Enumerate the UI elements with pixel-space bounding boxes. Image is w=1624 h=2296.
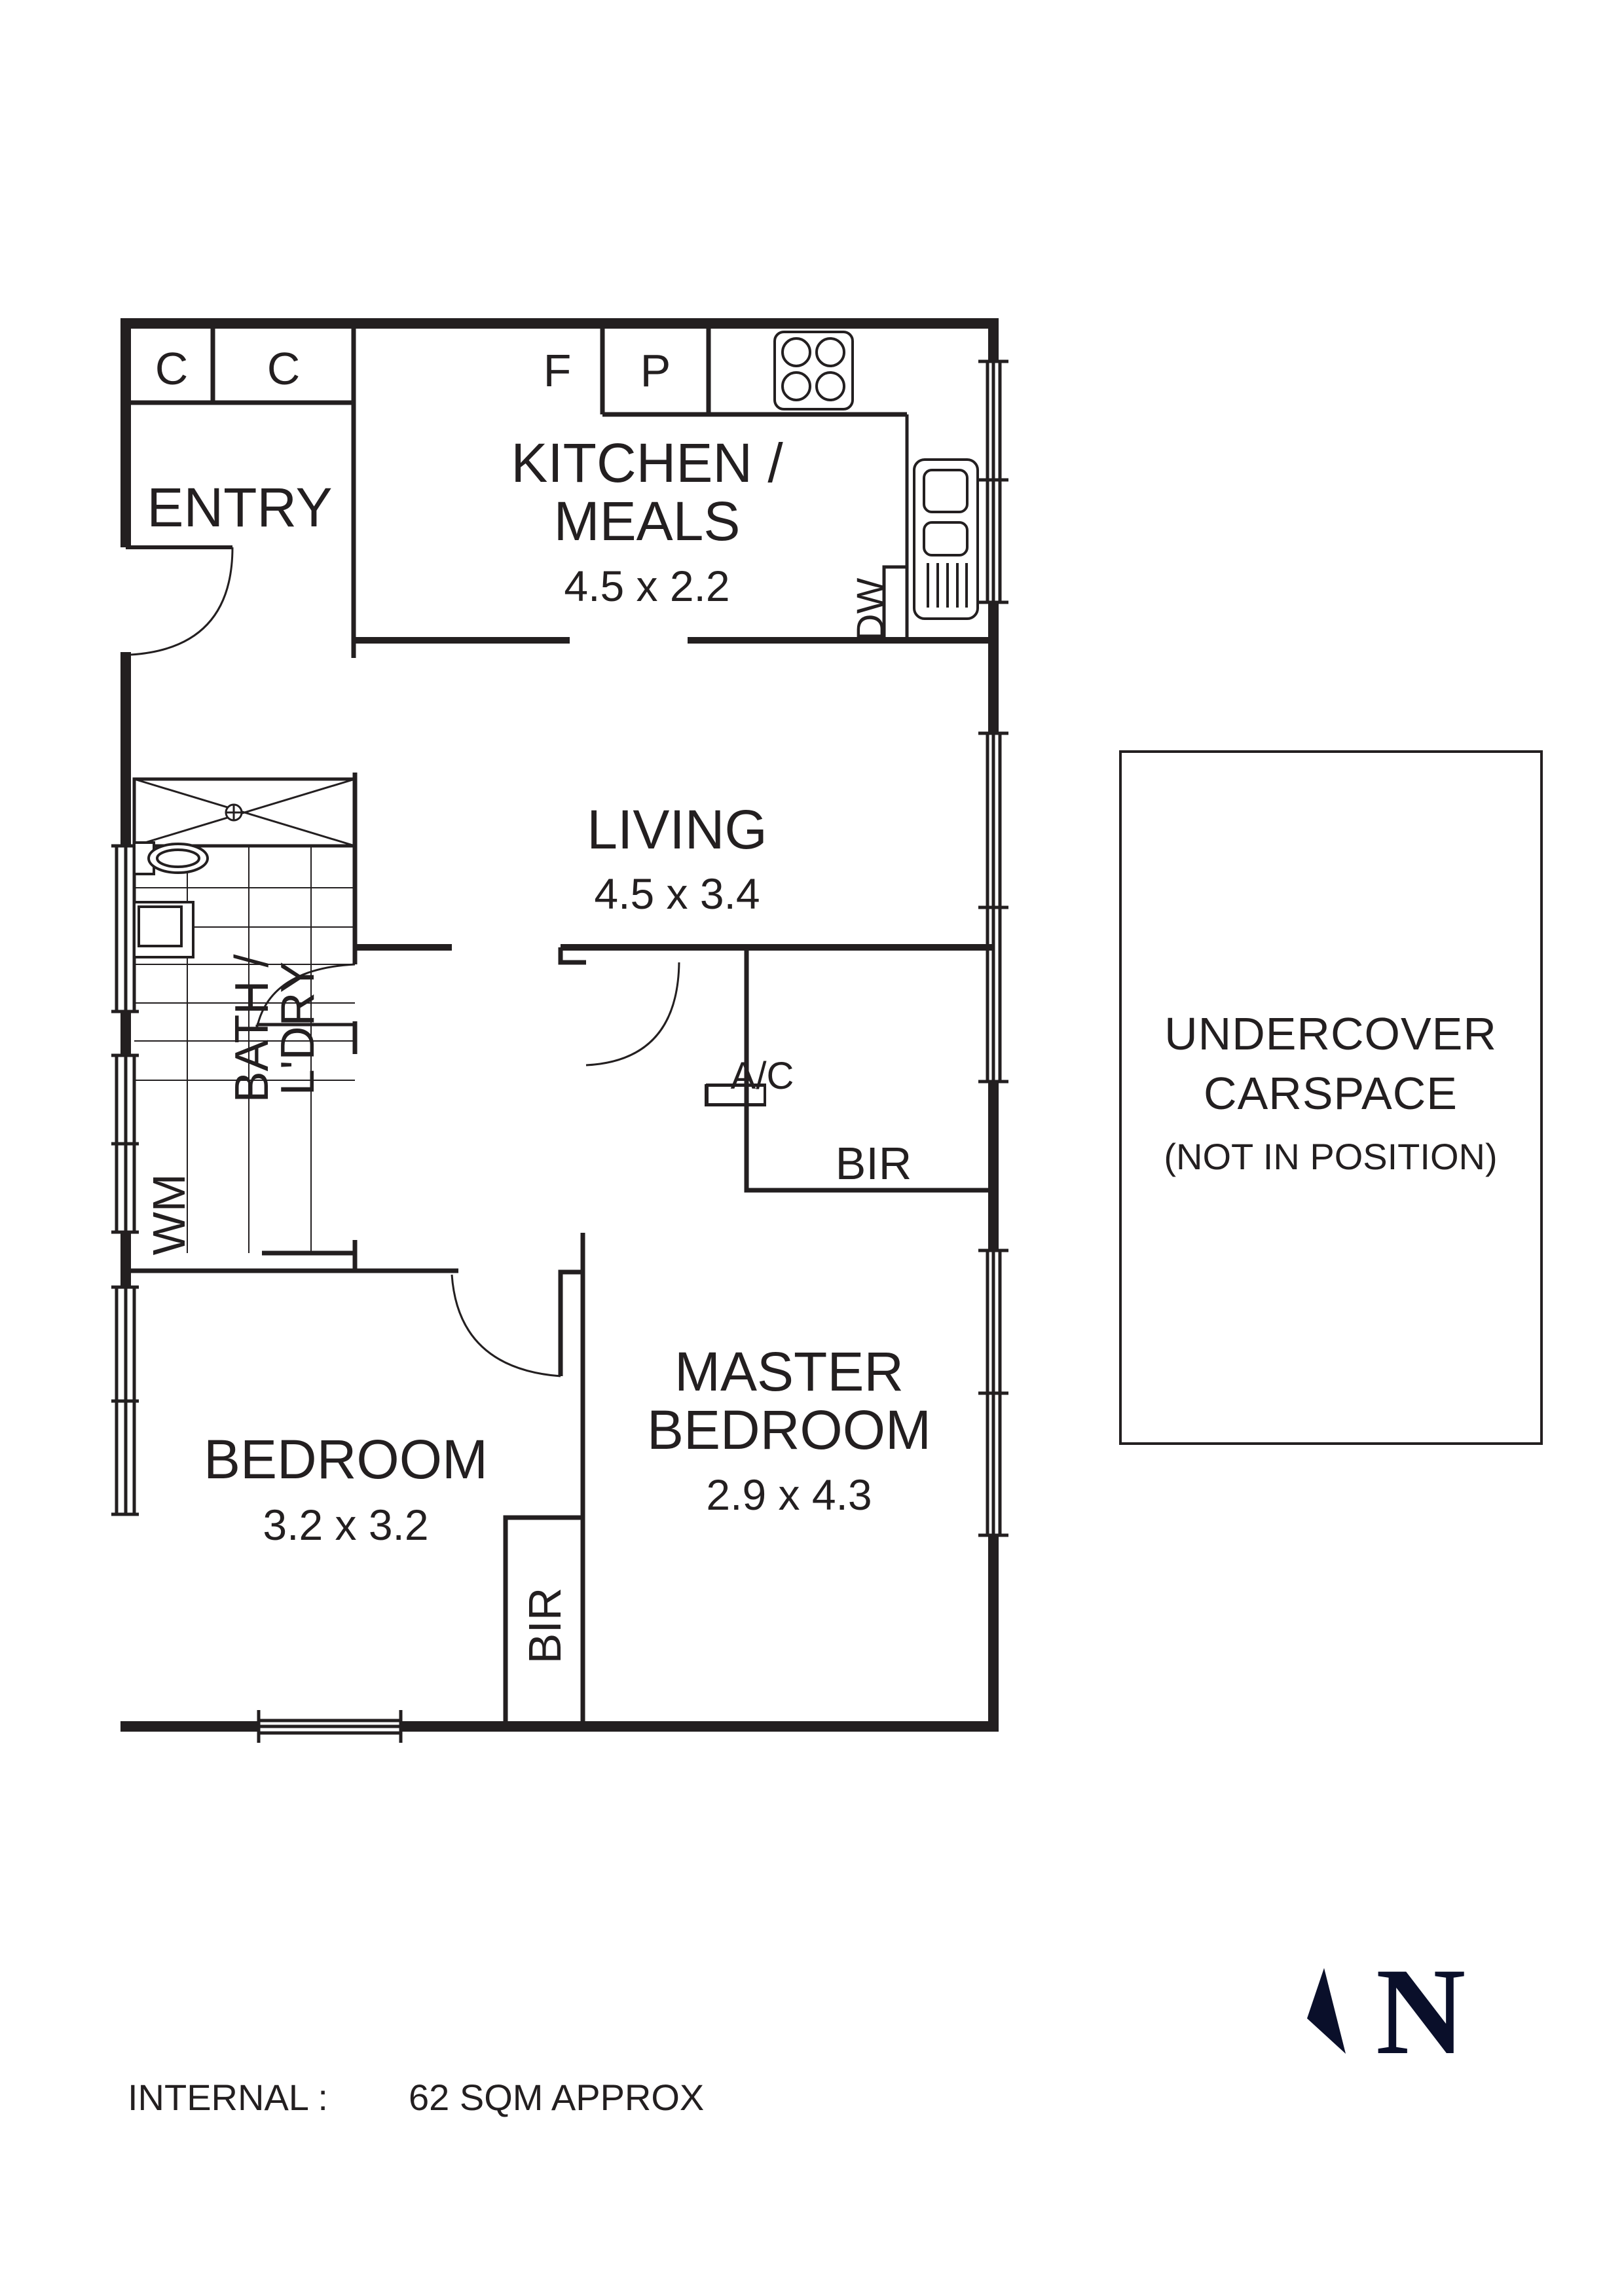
bath-tile-grid — [134, 846, 355, 1253]
internal-area-label: INTERNAL : — [128, 2077, 328, 2118]
master-bedroom-label: MASTER — [674, 1341, 904, 1402]
door-swings — [130, 547, 680, 1377]
carspace-note: (NOT IN POSITION) — [1164, 1136, 1498, 1177]
air-conditioner-label: A/C — [730, 1055, 794, 1097]
carspace-label-line2: CARSPACE — [1204, 1068, 1458, 1119]
kitchen-sink — [913, 458, 979, 620]
bedroom-dimensions: 3.2 x 3.2 — [263, 1501, 429, 1549]
outer-walls — [120, 318, 999, 1732]
cupboard-label: C — [267, 343, 301, 394]
bedroom-label: BEDROOM — [203, 1429, 489, 1490]
vanity — [133, 901, 194, 958]
kitchen-label: KITCHEN / — [511, 432, 783, 494]
shower — [132, 777, 357, 848]
internal-area-value: 62 SQM APPROX — [409, 2077, 705, 2118]
fridge-label: F — [543, 345, 572, 396]
living-dimensions: 4.5 x 3.4 — [594, 869, 760, 918]
north-arrow-icon — [1307, 1968, 1346, 2054]
master-bedroom-dimensions: 2.9 x 4.3 — [706, 1470, 872, 1519]
toilet — [133, 841, 209, 875]
living-label: LIVING — [587, 799, 767, 860]
pantry-label: P — [640, 345, 671, 396]
carspace-outline — [1119, 750, 1543, 1445]
cooktop — [773, 331, 854, 410]
kitchen-dimensions: 4.5 x 2.2 — [564, 562, 730, 610]
internal-walls — [126, 323, 993, 1726]
windows — [111, 359, 1008, 1743]
carspace-label: UNDERCOVER — [1164, 1008, 1497, 1059]
bedroom-bir-label: BIR — [519, 1587, 570, 1664]
dishwasher-label: DW — [849, 577, 892, 642]
laundry-label: L'DRY — [272, 961, 324, 1096]
kitchen-label-line2: MEALS — [553, 490, 741, 552]
master-bedroom-label-line2: BEDROOM — [646, 1399, 932, 1461]
north-label: N — [1376, 1943, 1466, 2081]
washing-machine-label: WM — [143, 1173, 194, 1256]
bath-label: BATH / — [226, 954, 278, 1103]
entry-label: ENTRY — [147, 477, 333, 538]
master-bir-label: BIR — [835, 1138, 912, 1189]
cupboard-label: C — [155, 343, 189, 394]
